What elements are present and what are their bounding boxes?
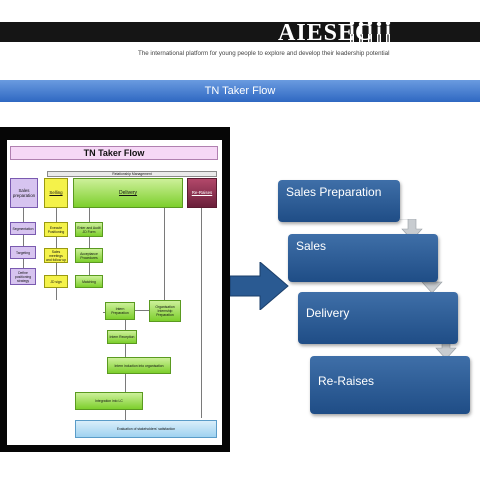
acceptance-box: Acceptance Procedures — [75, 248, 103, 263]
connector-line — [23, 208, 24, 278]
header-bar — [0, 22, 480, 42]
flow-step-sales: Sales — [288, 234, 438, 282]
org-preparation-box: Organisation Internship Preparation — [149, 300, 181, 322]
relationship-management-bar: Relationship Management — [47, 171, 217, 177]
integration-box: Integration into LC — [75, 392, 143, 410]
slide-title: TN Taker Flow — [204, 85, 276, 97]
matching-box: Matching — [75, 275, 103, 288]
positioning-box: Define positioning strategy — [10, 268, 36, 285]
flow-step-delivery: Delivery — [298, 292, 458, 344]
tagline: The international platform for young peo… — [138, 50, 390, 57]
people-figures-icon — [349, 20, 391, 42]
title-band — [0, 80, 480, 102]
sales-preparation-box: Sales preparation — [10, 178, 38, 208]
intern-preparation-box: Intern Preparation — [105, 302, 135, 320]
flow-step-re-raises: Re-Raises — [310, 356, 470, 414]
aiesec-logo: AIESEC — [278, 20, 374, 46]
evaluation-box: Evaluation of stakeholders' satisfaction — [75, 420, 217, 438]
diagram-title: TN Taker Flow — [10, 146, 218, 160]
delivery-box: Delivery — [73, 178, 183, 208]
execute-positioning-box: Execute Positioning — [44, 222, 68, 237]
connector-line — [127, 310, 165, 311]
targeting-box: Targeting — [10, 246, 36, 259]
selling-box: Selling — [44, 178, 68, 208]
enter-audit-box: Enter and Audit JD Form — [75, 222, 103, 237]
re-raises-box: Re-Raises — [187, 178, 217, 208]
flow-step-sales-preparation: Sales Preparation — [278, 180, 400, 222]
intern-induction-box: Intern induction into organisation — [107, 357, 171, 374]
sales-meetings-box: Sales meetings and follow up — [44, 248, 68, 263]
jd-sign-box: JD sign — [44, 275, 68, 288]
connector-line — [201, 208, 202, 418]
connector-line — [164, 208, 165, 300]
arrow-right-icon — [230, 262, 289, 310]
intern-reception-box: Intern Reception — [107, 330, 137, 344]
segmentation-box: Segmentation — [10, 222, 36, 235]
diagram-canvas: TN Taker Flow Relationship Management Sa… — [7, 140, 222, 445]
